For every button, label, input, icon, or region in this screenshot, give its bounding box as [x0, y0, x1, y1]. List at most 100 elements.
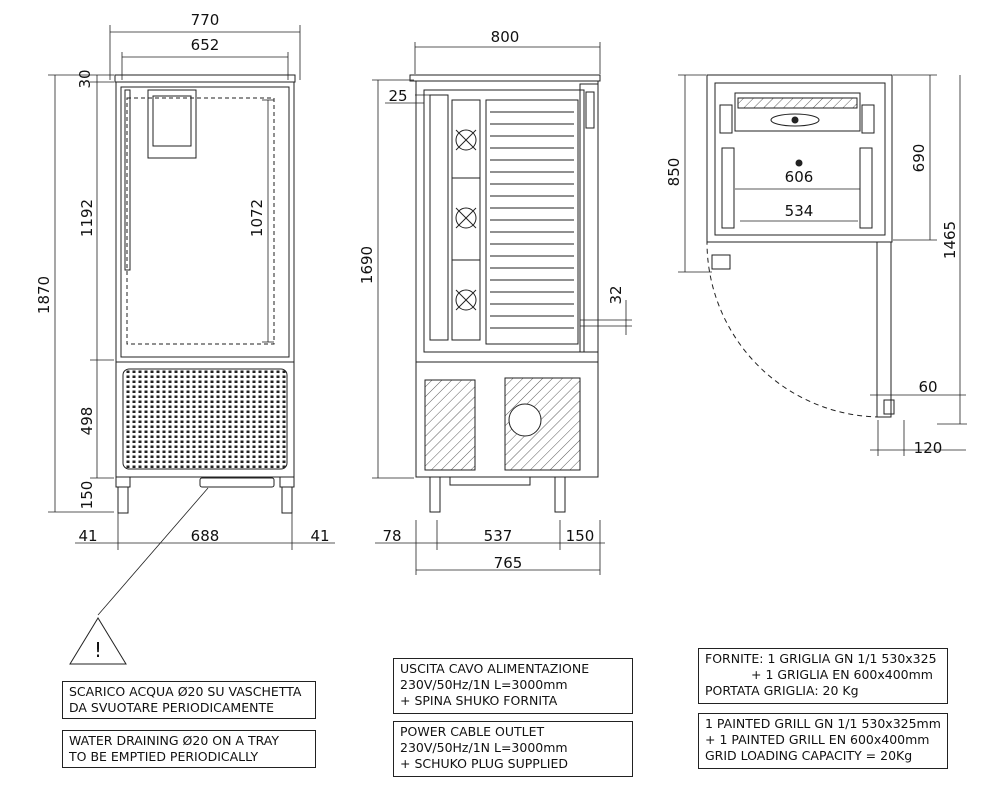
plan-inner	[714, 82, 886, 236]
dim-41-right: 41	[310, 527, 329, 545]
dim-32: 32	[607, 285, 625, 304]
dim-25: 25	[388, 87, 407, 105]
fan-icon	[455, 207, 477, 229]
front-lower-panel	[115, 361, 295, 478]
grills-it-line1: FORNITE: 1 GRIGLIA GN 1/1 530x325	[705, 651, 937, 666]
plan-rail-left	[719, 104, 733, 134]
plan-door	[876, 241, 892, 418]
dimension-labels: 770 652 30 1192 1072 1870 498 150 41 688…	[35, 11, 959, 572]
dim-498: 498	[78, 407, 96, 436]
tray-rack	[485, 99, 579, 345]
power-note-it: USCITA CAVO ALIMENTAZIONE 230V/50Hz/1N L…	[393, 658, 633, 714]
grills-note-en: 1 PAINTED GRILL GN 1/1 530x325mm + 1 PAI…	[698, 713, 948, 769]
plan-body	[706, 74, 893, 243]
dim-30: 30	[76, 69, 94, 88]
dim-800: 800	[491, 28, 520, 46]
side-foot-right	[554, 476, 566, 513]
dim-1870: 1870	[35, 276, 53, 314]
front-dimension-lines	[48, 25, 335, 616]
control-display	[152, 95, 192, 147]
dim-850: 850	[665, 158, 683, 187]
fan-icon	[455, 129, 477, 151]
door-handle	[124, 89, 131, 271]
dim-534: 534	[785, 202, 814, 220]
warning-symbol: !	[94, 638, 102, 662]
power-it-line3: + SPINA SHUKO FORNITA	[400, 693, 558, 708]
grills-it-line3: PORTATA GRIGLIA: 20 Kg	[705, 683, 859, 698]
front-foot-right	[281, 486, 293, 514]
front-foot-left-top	[115, 476, 131, 488]
plan-drain-icon	[795, 159, 803, 167]
front-foot-left	[117, 486, 129, 514]
dim-41-left: 41	[78, 527, 97, 545]
warning-triangle: !	[69, 617, 127, 665]
power-it-line1: USCITA CAVO ALIMENTAZIONE	[400, 661, 590, 676]
dim-688: 688	[191, 527, 220, 545]
front-top-plate	[114, 74, 296, 83]
warning-note-en: WATER DRAINING Ø20 ON A TRAY TO BE EMPTI…	[62, 730, 316, 768]
dim-770: 770	[191, 11, 220, 29]
dim-765: 765	[494, 554, 523, 572]
power-en-line1: POWER CABLE OUTLET	[400, 724, 545, 739]
power-en-line3: + SCHUKO PLUG SUPPLIED	[400, 756, 569, 771]
power-en-line2: 230V/50Hz/1N L=3000mm	[400, 740, 568, 755]
front-door-inner	[120, 86, 290, 358]
plan-rail-right	[861, 104, 875, 134]
side-handle	[585, 91, 595, 129]
dim-150-feet: 150	[78, 481, 96, 510]
evaporator-block	[451, 99, 481, 341]
warning-it-line2: DA SVUOTARE PERIODICAMENTE	[69, 700, 274, 715]
warning-it-line1: SCARICO ACQUA Ø20 SU VASCHETTA	[69, 684, 302, 699]
dim-652: 652	[191, 36, 220, 54]
plan-guide-right	[859, 147, 873, 229]
dim-1465: 1465	[941, 221, 959, 259]
front-door	[115, 81, 295, 363]
drain-tray	[199, 477, 275, 488]
plan-evaporator	[734, 92, 861, 132]
control-panel	[147, 89, 197, 159]
side-door	[579, 83, 599, 353]
dim-690: 690	[910, 144, 928, 173]
warning-en-line2: TO BE EMPTIED PERIODICALLY	[69, 749, 259, 764]
dim-1690: 1690	[358, 246, 376, 284]
plan-evaporator-coil	[737, 97, 858, 109]
front-foot-right-top	[279, 476, 295, 488]
compressor	[424, 379, 476, 471]
dim-150-side: 150	[566, 527, 595, 545]
side-foot-left	[429, 476, 441, 513]
side-view	[409, 74, 601, 513]
side-top-plate	[409, 74, 601, 82]
power-it-line2: 230V/50Hz/1N L=3000mm	[400, 677, 568, 692]
warning-note-it: SCARICO ACQUA Ø20 SU VASCHETTA DA SVUOTA…	[62, 681, 316, 719]
grills-note-it: FORNITE: 1 GRIGLIA GN 1/1 530x325 + 1 GR…	[698, 648, 948, 704]
fan-icon	[455, 289, 477, 311]
front-view	[114, 74, 296, 514]
side-dimension-lines	[372, 42, 632, 575]
dim-1192: 1192	[78, 199, 96, 237]
dim-60: 60	[918, 378, 937, 396]
grills-en-line2: + 1 PAINTED GRILL EN 600x400mm	[705, 732, 930, 747]
dim-537: 537	[484, 527, 513, 545]
plan-view	[706, 74, 895, 418]
grills-en-line3: GRID LOADING CAPACITY = 20Kg	[705, 748, 913, 763]
grills-it-line2: + 1 GRIGLIA EN 600x400mm	[751, 667, 933, 682]
plan-guide-left	[721, 147, 735, 229]
side-door-seal	[429, 94, 449, 341]
door-swing-arc	[706, 241, 881, 418]
dim-120: 120	[914, 439, 943, 457]
grills-en-line1: 1 PAINTED GRILL GN 1/1 530x325mm	[705, 716, 941, 731]
dim-606: 606	[785, 168, 814, 186]
condenser-fan-icon	[508, 403, 542, 437]
plan-dimension-lines	[678, 74, 967, 456]
warning-en-line1: WATER DRAINING Ø20 ON A TRAY	[69, 733, 279, 748]
plan-foot	[711, 254, 731, 270]
front-chamber-outline	[126, 97, 275, 345]
dim-78: 78	[382, 527, 401, 545]
plan-hinge	[883, 399, 895, 415]
front-grille	[122, 368, 288, 470]
side-drain-tray	[449, 476, 531, 486]
plan-fan-icon	[770, 113, 820, 127]
power-note-en: POWER CABLE OUTLET 230V/50Hz/1N L=3000mm…	[393, 721, 633, 777]
dim-1072: 1072	[248, 199, 266, 237]
